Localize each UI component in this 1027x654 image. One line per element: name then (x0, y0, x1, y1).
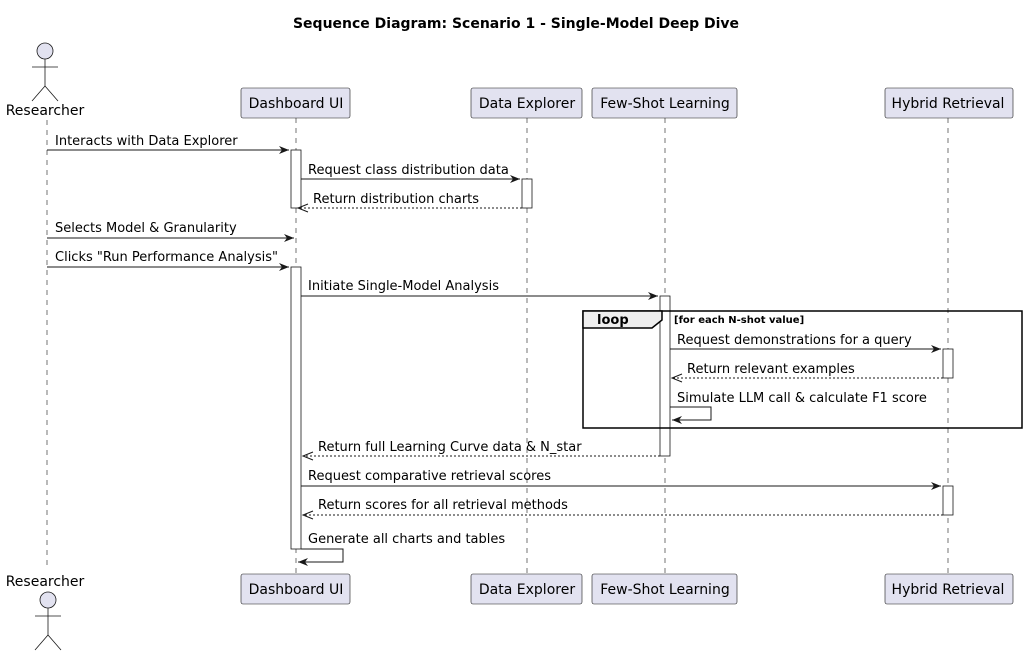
actor-researcher-top: Researcher (6, 42, 85, 119)
participant-fewshot-bottom: Few-Shot Learning (591, 573, 738, 605)
message-label: Request class distribution data (308, 163, 509, 178)
message-label: Generate all charts and tables (308, 532, 505, 547)
message-label: Request demonstrations for a query (677, 333, 912, 348)
participant-label: Few-Shot Learning (600, 582, 729, 598)
arrowhead-icon (301, 451, 314, 461)
participant-dashboard-bottom: Dashboard UI (240, 573, 351, 605)
message-label: Simulate LLM call & calculate F1 score (677, 391, 927, 406)
activation-retrieval-2 (942, 485, 954, 516)
participant-label: Dashboard UI (249, 582, 344, 598)
message-2: Request class distribution data (301, 163, 520, 183)
message-label: Return scores for all retrieval methods (318, 498, 568, 513)
participant-retrieval-top: Hybrid Retrieval (884, 87, 1014, 119)
message-3: Return distribution charts (296, 192, 522, 213)
actor-head-icon (36, 42, 54, 60)
actor-label: Researcher (6, 103, 85, 119)
participant-fewshot-top: Few-Shot Learning (591, 87, 738, 119)
message-12: Return scores for all retrieval methods (301, 498, 943, 520)
actor-researcher-bottom: Researcher (6, 574, 85, 651)
message-8: Return relevant examples (670, 362, 943, 383)
message-5: Clicks "Run Performance Analysis" (47, 250, 289, 271)
message-label: Initiate Single-Model Analysis (308, 279, 499, 294)
arrowhead-icon (296, 203, 309, 213)
arrowhead-icon (298, 558, 308, 566)
message-13: Generate all charts and tables (298, 532, 505, 566)
arrowhead-icon (279, 263, 289, 271)
message-1: Interacts with Data Explorer (47, 134, 289, 154)
diagram-title: Sequence Diagram: Scenario 1 - Single-Mo… (293, 16, 739, 32)
message-label: Selects Model & Granularity (55, 221, 237, 236)
arrowhead-icon (672, 416, 682, 424)
participant-dashboard-top: Dashboard UI (240, 87, 351, 119)
message-label: Clicks "Run Performance Analysis" (55, 250, 278, 265)
actor-head-icon (39, 591, 57, 609)
loop-keyword: loop (597, 313, 629, 328)
actor-label: Researcher (6, 574, 85, 590)
participant-label: Hybrid Retrieval (892, 96, 1005, 112)
participant-label: Data Explorer (479, 582, 575, 598)
participant-label: Data Explorer (479, 96, 575, 112)
arrowhead-icon (931, 482, 941, 490)
loop-fragment: loop [for each N-shot value] (582, 310, 1023, 429)
message-4: Selects Model & Granularity (47, 221, 294, 242)
arrowhead-icon (301, 510, 314, 520)
message-label: Interacts with Data Explorer (55, 134, 238, 149)
message-6: Initiate Single-Model Analysis (301, 279, 658, 300)
activation-retrieval-1 (942, 348, 954, 379)
participant-label: Few-Shot Learning (600, 96, 729, 112)
arrowhead-icon (284, 234, 294, 242)
arrowhead-icon (670, 373, 683, 383)
arrowhead-icon (648, 292, 658, 300)
activation-explorer-1 (521, 178, 533, 209)
message-label: Request comparative retrieval scores (308, 469, 551, 484)
participant-explorer-bottom: Data Explorer (470, 573, 583, 605)
participant-retrieval-bottom: Hybrid Retrieval (884, 573, 1014, 605)
activation-fewshot-1 (659, 295, 671, 457)
activation-dashboard-1 (290, 149, 302, 209)
participant-label: Dashboard UI (249, 96, 344, 112)
message-label: Return relevant examples (687, 362, 855, 377)
arrowhead-icon (510, 175, 520, 183)
message-label: Return full Learning Curve data & N_star (318, 440, 582, 455)
message-label: Return distribution charts (313, 192, 479, 207)
message-11: Request comparative retrieval scores (301, 469, 941, 490)
participant-label: Hybrid Retrieval (892, 582, 1005, 598)
participant-explorer-top: Data Explorer (470, 87, 583, 119)
arrowhead-icon (279, 146, 289, 154)
message-9: Simulate LLM call & calculate F1 score (670, 391, 927, 424)
arrowhead-icon (931, 345, 941, 353)
message-7: Request demonstrations for a query (670, 333, 941, 353)
message-10: Return full Learning Curve data & N_star (301, 440, 660, 461)
activation-dashboard-2 (290, 266, 302, 550)
loop-condition: [for each N-shot value] (674, 315, 804, 326)
